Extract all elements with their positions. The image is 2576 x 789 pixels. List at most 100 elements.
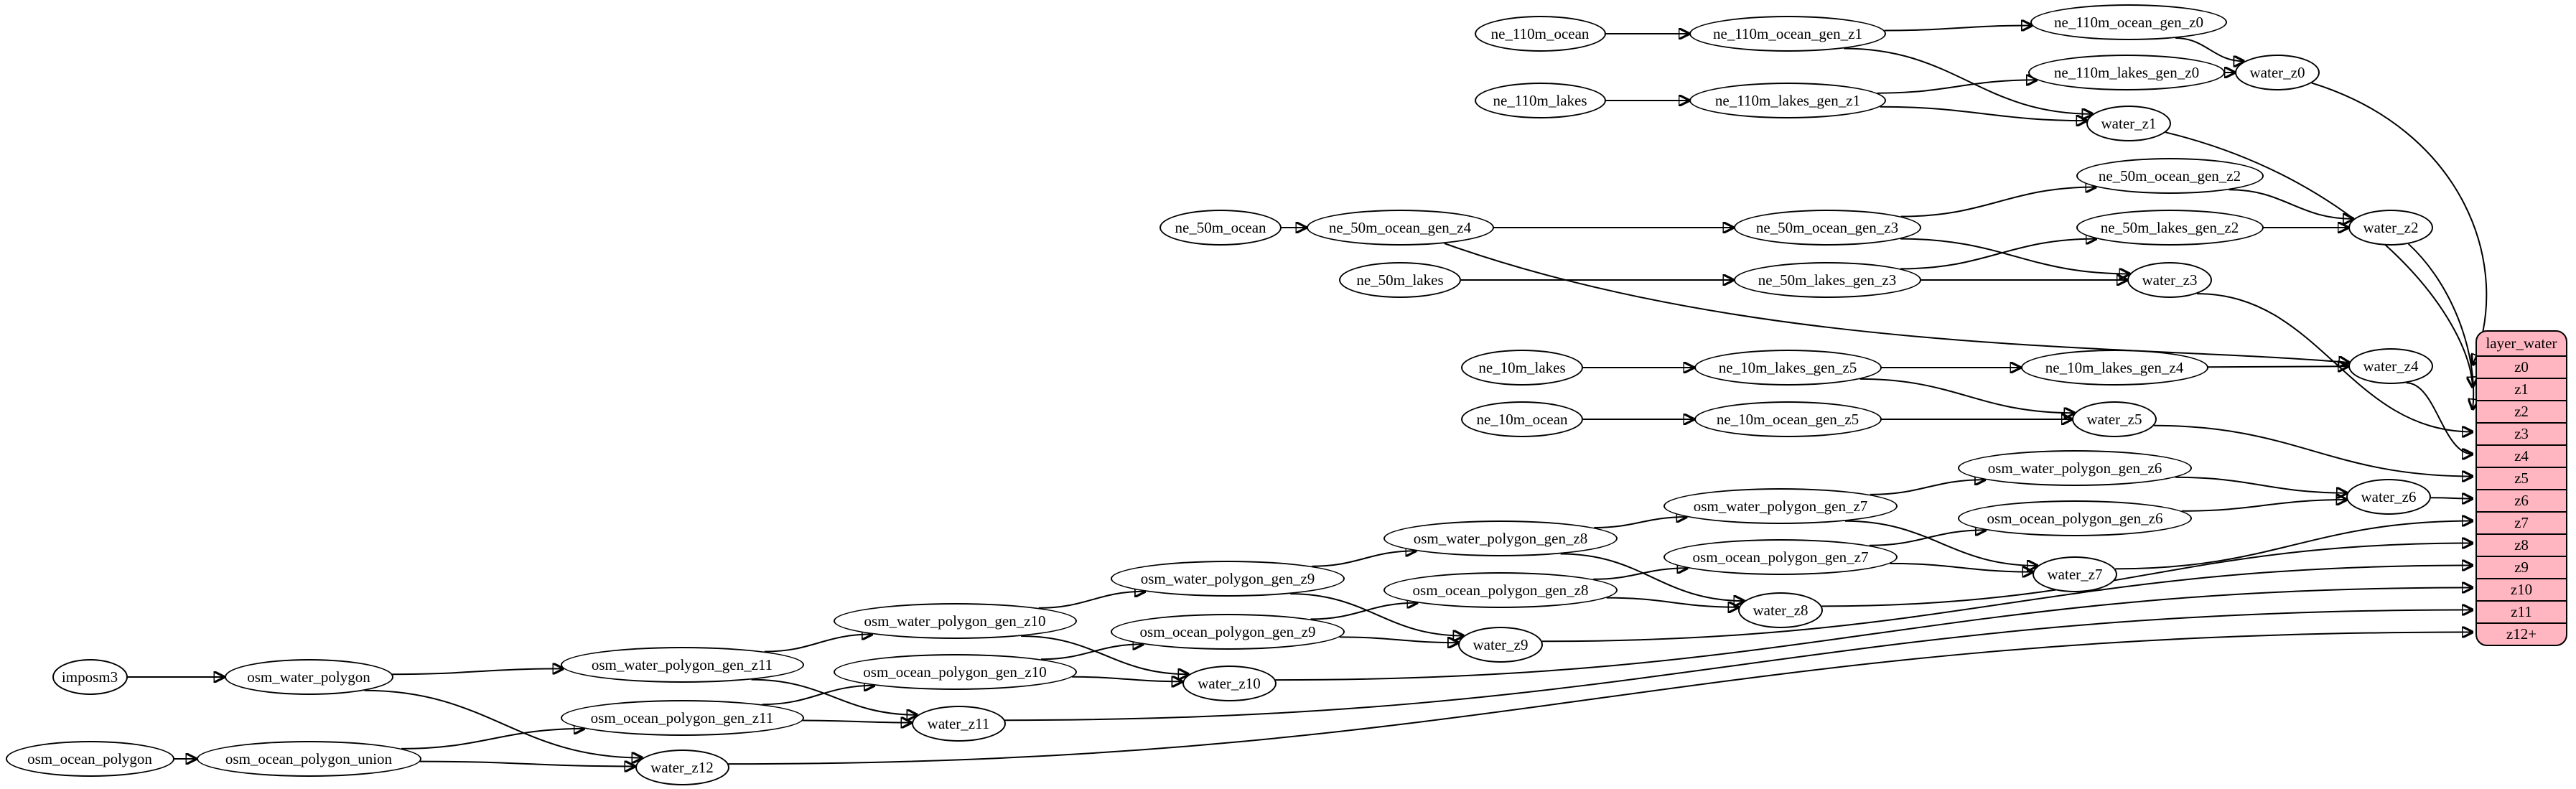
edge-osm_water_polygon_gen_z10-to-osm_water_polygon_gen_z9 bbox=[1038, 592, 1146, 609]
node-label: ne_50m_ocean_gen_z2 bbox=[2098, 167, 2241, 185]
edge-osm_water_polygon_gen_z9-to-water_z9 bbox=[1290, 593, 1464, 636]
node-ne_50m_lakes: ne_50m_lakes bbox=[1339, 262, 1461, 298]
edge-water_z8-to-layer_water.z8 bbox=[1821, 543, 2473, 607]
node-osm_water_polygon_gen_z8: osm_water_polygon_gen_z8 bbox=[1383, 520, 1618, 556]
edge-water_z3-to-layer_water.z3 bbox=[2197, 293, 2473, 431]
node-water_z7: water_z7 bbox=[2033, 556, 2117, 592]
node-label: osm_ocean_polygon_gen_z8 bbox=[1412, 581, 1589, 599]
node-ne_10m_lakes_gen_z5: ne_10m_lakes_gen_z5 bbox=[1694, 350, 1882, 386]
node-label: ne_50m_lakes bbox=[1356, 271, 1444, 289]
layer-row-z8: z8 bbox=[2477, 533, 2566, 556]
node-osm_water_polygon_gen_z6: osm_water_polygon_gen_z6 bbox=[1958, 450, 2192, 486]
edge-osm_ocean_polygon_gen_z8-to-osm_ocean_polygon_gen_z7 bbox=[1593, 568, 1688, 580]
edge-osm_ocean_polygon_gen_z9-to-osm_ocean_polygon_gen_z8 bbox=[1310, 603, 1418, 620]
node-water_z2: water_z2 bbox=[2348, 210, 2433, 246]
edge-ne_50m_ocean_gen_z2-to-water_z2 bbox=[2229, 189, 2354, 219]
node-label: osm_water_polygon_gen_z6 bbox=[1987, 459, 2162, 477]
node-osm_ocean_polygon: osm_ocean_polygon bbox=[5, 741, 174, 777]
node-label: ne_110m_ocean_gen_z1 bbox=[1713, 24, 1862, 42]
edge-water_z11-to-layer_water.z11 bbox=[1004, 610, 2473, 722]
node-osm_water_polygon_gen_z7: osm_water_polygon_gen_z7 bbox=[1663, 488, 1898, 524]
edge-osm_water_polygon_gen_z6-to-water_z6 bbox=[2175, 476, 2347, 493]
node-label: osm_ocean_polygon_gen_z9 bbox=[1139, 622, 1316, 640]
node-osm_ocean_polygon_gen_z8: osm_ocean_polygon_gen_z8 bbox=[1383, 572, 1618, 608]
node-label: water_z12 bbox=[650, 758, 714, 776]
node-label: ne_50m_ocean bbox=[1175, 218, 1266, 236]
edge-osm_ocean_polygon_gen_z7-to-osm_ocean_polygon_gen_z6 bbox=[1869, 530, 1987, 546]
edge-ne_10m_lakes_gen_z4-to-water_z4 bbox=[2208, 366, 2349, 367]
edge-water_z4-to-layer_water.z4 bbox=[2406, 382, 2473, 454]
node-osm_ocean_polygon_gen_z7: osm_ocean_polygon_gen_z7 bbox=[1663, 539, 1898, 575]
edge-water_z7-to-layer_water.z7 bbox=[2115, 521, 2473, 570]
node-label: water_z0 bbox=[2249, 63, 2305, 81]
node-label: ne_10m_ocean bbox=[1476, 410, 1568, 428]
edge-osm_ocean_polygon_gen_z6-to-water_z6 bbox=[2181, 500, 2347, 512]
node-osm_ocean_polygon_gen_z11: osm_ocean_polygon_gen_z11 bbox=[560, 700, 804, 736]
edge-osm_ocean_polygon_gen_z8-to-water_z8 bbox=[1606, 597, 1739, 607]
layer-row-z12+: z12+ bbox=[2477, 622, 2566, 645]
node-ne_50m_ocean_gen_z2: ne_50m_ocean_gen_z2 bbox=[2076, 158, 2264, 194]
edge-osm_ocean_polygon_gen_z7-to-water_z7 bbox=[1890, 562, 2033, 572]
layer-row-z4: z4 bbox=[2477, 444, 2566, 467]
edge-osm_ocean_polygon_gen_z9-to-water_z9 bbox=[1339, 636, 1459, 643]
node-osm_water_polygon_gen_z10: osm_water_polygon_gen_z10 bbox=[833, 603, 1077, 639]
node-ne_50m_lakes_gen_z2: ne_50m_lakes_gen_z2 bbox=[2076, 210, 2264, 246]
edge-ne_110m_ocean_gen_z1-to-water_z1 bbox=[1844, 47, 2093, 114]
layer-row-z5: z5 bbox=[2477, 467, 2566, 489]
node-label: ne_110m_lakes bbox=[1493, 91, 1587, 109]
node-label: ne_10m_lakes bbox=[1478, 358, 1566, 376]
node-label: osm_ocean_polygon_gen_z11 bbox=[590, 709, 774, 727]
node-ne_50m_ocean_gen_z3: ne_50m_ocean_gen_z3 bbox=[1733, 210, 1921, 246]
node-label: osm_ocean_polygon_gen_z10 bbox=[863, 663, 1047, 681]
node-label: water_z10 bbox=[1198, 674, 1261, 692]
edge-water_z9-to-layer_water.z9 bbox=[1541, 566, 2473, 643]
node-ne_110m_lakes_gen_z0: ne_110m_lakes_gen_z0 bbox=[2028, 55, 2225, 90]
node-osm_ocean_polygon_gen_z6: osm_ocean_polygon_gen_z6 bbox=[1958, 500, 2192, 536]
node-label: water_z2 bbox=[2363, 218, 2419, 236]
node-label: ne_50m_ocean_gen_z4 bbox=[1328, 218, 1472, 236]
node-water_z0: water_z0 bbox=[2235, 55, 2320, 90]
node-label: osm_water_polygon_gen_z8 bbox=[1413, 529, 1588, 547]
node-ne_10m_lakes_gen_z4: ne_10m_lakes_gen_z4 bbox=[2020, 350, 2208, 386]
node-label: ne_10m_ocean_gen_z5 bbox=[1716, 410, 1859, 428]
node-label: ne_50m_lakes_gen_z3 bbox=[1758, 271, 1897, 289]
node-ne_10m_ocean: ne_10m_ocean bbox=[1461, 401, 1583, 437]
edge-water_z12-to-layer_water.z12+ bbox=[728, 632, 2473, 765]
edge-water_z10-to-layer_water.z10 bbox=[1275, 588, 2473, 681]
node-label: osm_water_polygon_gen_z9 bbox=[1140, 569, 1315, 587]
node-ne_50m_ocean_gen_z4: ne_50m_ocean_gen_z4 bbox=[1306, 210, 1494, 246]
node-label: osm_water_polygon_gen_z11 bbox=[591, 655, 773, 673]
node-label: water_z6 bbox=[2361, 487, 2417, 505]
node-label: water_z8 bbox=[1753, 601, 1809, 619]
edge-osm_ocean_polygon_gen_z11-to-osm_ocean_polygon_gen_z10 bbox=[762, 686, 875, 706]
edge-osm_water_polygon_gen_z9-to-osm_water_polygon_gen_z8 bbox=[1312, 551, 1417, 567]
edge-water_z2-to-layer_water.z2 bbox=[2407, 243, 2474, 410]
node-imposm3: imposm3 bbox=[52, 659, 128, 695]
edge-osm_ocean_polygon_gen_z11-to-water_z11 bbox=[802, 721, 912, 723]
node-water_z4: water_z4 bbox=[2348, 348, 2433, 384]
node-ne_50m_ocean: ne_50m_ocean bbox=[1159, 210, 1282, 246]
node-label: water_z11 bbox=[927, 714, 990, 732]
node-ne_10m_ocean_gen_z5: ne_10m_ocean_gen_z5 bbox=[1694, 401, 1882, 437]
node-ne_50m_lakes_gen_z3: ne_50m_lakes_gen_z3 bbox=[1733, 262, 1921, 298]
node-label: osm_ocean_polygon_union bbox=[225, 750, 393, 767]
node-label: ne_110m_lakes_gen_z1 bbox=[1714, 91, 1861, 109]
edges-group bbox=[127, 26, 2488, 767]
node-label: ne_110m_lakes_gen_z0 bbox=[2053, 63, 2200, 81]
edge-water_z5-to-layer_water.z5 bbox=[2154, 424, 2473, 477]
edge-water_z1-to-layer_water.z1 bbox=[2165, 131, 2473, 387]
layer-row-z3: z3 bbox=[2477, 422, 2566, 444]
edge-ne_110m_lakes_gen_z1-to-ne_110m_lakes_gen_z0 bbox=[1877, 80, 2037, 94]
layer-row-z2: z2 bbox=[2477, 400, 2566, 422]
edge-ne_50m_ocean_gen_z4-to-water_z4 bbox=[1444, 243, 2349, 363]
layer-water-title: layer_water bbox=[2486, 335, 2557, 352]
node-label: water_z4 bbox=[2363, 357, 2419, 375]
node-label: ne_50m_ocean_gen_z3 bbox=[1755, 218, 1899, 236]
layer-row-z10: z10 bbox=[2477, 578, 2566, 600]
node-ne_110m_ocean_gen_z1: ne_110m_ocean_gen_z1 bbox=[1689, 16, 1886, 52]
layer-row-z11: z11 bbox=[2477, 600, 2566, 622]
edge-osm_water_polygon_gen_z8-to-water_z8 bbox=[1560, 553, 1745, 602]
node-label: imposm3 bbox=[61, 668, 118, 686]
edge-osm_water_polygon_gen_z7-to-osm_water_polygon_gen_z6 bbox=[1870, 480, 1986, 495]
